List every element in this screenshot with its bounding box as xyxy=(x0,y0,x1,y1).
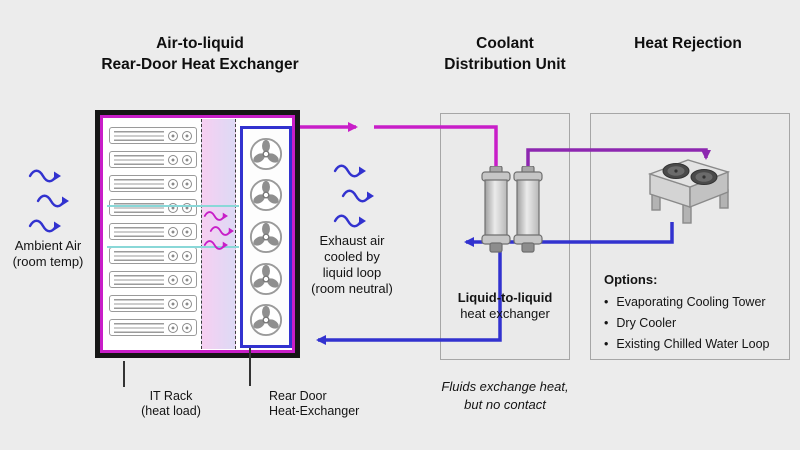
it-rack-label-line1: IT Rack xyxy=(149,389,193,403)
list-item: • Dry Cooler xyxy=(604,316,788,330)
rack-title-line1: Air-to-liquid xyxy=(156,35,244,52)
server-fan-icon xyxy=(168,250,178,261)
list-item: • Existing Chilled Water Loop xyxy=(604,337,788,351)
ambient-air-wave-icon xyxy=(28,219,61,233)
server-fan-icon xyxy=(182,322,192,333)
rear-door-panel xyxy=(240,126,292,348)
server-fan-icon xyxy=(182,250,192,261)
hot-air-wave-icon xyxy=(203,211,228,221)
server-vent-lines-icon xyxy=(114,178,164,189)
coolant-line-upper xyxy=(107,205,239,207)
cdu-unit-label-bold: Liquid-to-liquid xyxy=(457,290,553,305)
server-fan-icon xyxy=(182,202,192,213)
server-unit xyxy=(109,175,197,192)
list-item: • Evaporating Cooling Tower xyxy=(604,295,788,309)
server-vent-lines-icon xyxy=(114,226,164,237)
rack-title-line2: Rear-Door Heat Exchanger xyxy=(101,56,299,73)
exhaust-label-line3: liquid loop xyxy=(322,265,382,280)
server-unit xyxy=(109,127,197,144)
server-unit xyxy=(109,223,197,240)
exhaust-air-wave-icon xyxy=(341,189,374,203)
rear-door-label-line2: Heat-Exchanger xyxy=(269,404,360,418)
ambient-air-label-line1: Ambient Air xyxy=(14,238,82,253)
server-fan-icon xyxy=(182,178,192,189)
door-fan-icon xyxy=(249,220,283,254)
server-fan-icon xyxy=(168,226,178,237)
exhaust-air-label: Exhaust air cooled by liquid loop (room … xyxy=(302,233,402,297)
cdu-unit-label-rest: heat exchanger xyxy=(460,306,550,321)
option-label: Existing Chilled Water Loop xyxy=(616,337,770,351)
it-rack-pointer-line xyxy=(123,361,125,387)
cdu-section-title: Coolant Distribution Unit xyxy=(415,33,595,75)
server-fan-icon xyxy=(168,274,178,285)
hot-air-plenum xyxy=(201,119,236,349)
hot-air-wave-icon xyxy=(203,240,228,250)
server-fan-icon xyxy=(168,178,178,189)
cdu-note-line2: but no contact xyxy=(464,397,546,412)
door-fan-icon xyxy=(249,179,283,212)
server-vent-lines-icon xyxy=(114,298,164,309)
it-rack-label: IT Rack (heat load) xyxy=(125,389,217,419)
server-fan-icon xyxy=(182,274,192,285)
options-title: Options: xyxy=(604,272,658,287)
server-unit xyxy=(109,271,197,288)
bullet-icon: • xyxy=(604,295,609,309)
server-vent-lines-icon xyxy=(114,322,164,333)
server-unit xyxy=(109,295,197,312)
rear-door-pointer-line xyxy=(249,348,251,386)
server-fan-icon xyxy=(168,202,178,213)
heat-rejection-section-title: Heat Rejection xyxy=(598,33,778,54)
server-fan-icon xyxy=(182,298,192,309)
option-label: Evaporating Cooling Tower xyxy=(616,295,766,309)
server-vent-lines-icon xyxy=(114,202,164,213)
server-unit xyxy=(109,319,197,336)
option-label: Dry Cooler xyxy=(616,316,677,330)
exhaust-label-line4: (room neutral) xyxy=(311,281,393,296)
rear-door-label: Rear Door Heat-Exchanger xyxy=(269,389,379,419)
cdu-note: Fluids exchange heat, but no contact xyxy=(415,378,595,414)
bullet-icon: • xyxy=(604,316,609,330)
cdu-title-line1: Coolant xyxy=(476,35,534,52)
exhaust-air-wave-icon xyxy=(333,164,366,178)
cdu-unit-label: Liquid-to-liquid heat exchanger xyxy=(440,290,570,322)
exhaust-label-line1: Exhaust air xyxy=(319,233,385,248)
heat-rejection-options: Options: • Evaporating Cooling Tower • D… xyxy=(604,272,788,358)
it-rack-label-line2: (heat load) xyxy=(141,404,201,418)
liquid-heat-exchanger-unit xyxy=(481,166,543,253)
server-unit xyxy=(109,151,197,168)
ambient-air-label-line2: (room temp) xyxy=(12,254,84,269)
server-fan-icon xyxy=(182,130,192,141)
hot-air-wave-icon xyxy=(209,226,234,236)
exhaust-air-wave-icon xyxy=(333,214,366,228)
server-unit xyxy=(109,247,197,264)
server-vent-lines-icon xyxy=(114,154,164,165)
coolant-line-lower xyxy=(107,246,239,248)
cdu-note-line1: Fluids exchange heat, xyxy=(441,379,569,394)
server-unit xyxy=(109,199,197,216)
server-fan-icon xyxy=(168,130,178,141)
door-fan-icon xyxy=(249,304,283,337)
rear-door-label-line1: Rear Door xyxy=(269,389,327,403)
server-fan-icon xyxy=(182,154,192,165)
door-fan-icon xyxy=(249,262,283,295)
server-list xyxy=(109,127,197,336)
server-vent-lines-icon xyxy=(114,130,164,141)
server-vent-lines-icon xyxy=(114,274,164,285)
server-vent-lines-icon xyxy=(114,250,164,261)
heat-rejection-unit-icon xyxy=(647,159,731,224)
server-fan-icon xyxy=(182,226,192,237)
bullet-icon: • xyxy=(604,337,609,351)
rack-section-title: Air-to-liquid Rear-Door Heat Exchanger xyxy=(55,33,345,75)
exhaust-label-line2: cooled by xyxy=(324,249,380,264)
cdu-title-line2: Distribution Unit xyxy=(444,56,566,73)
server-fan-icon xyxy=(168,154,178,165)
ambient-air-wave-icon xyxy=(36,194,69,208)
heat-rejection-title: Heat Rejection xyxy=(634,35,742,52)
door-fan-icon xyxy=(249,137,283,170)
ambient-air-label: Ambient Air (room temp) xyxy=(0,238,96,270)
hot-air-containment-frame xyxy=(100,115,295,353)
server-fan-icon xyxy=(168,322,178,333)
ambient-air-wave-icon xyxy=(28,169,61,183)
server-fan-icon xyxy=(168,298,178,309)
